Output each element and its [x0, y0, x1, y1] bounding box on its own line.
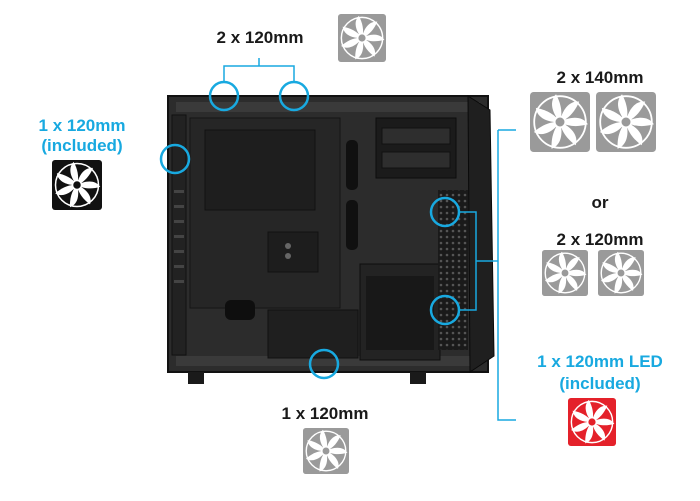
fan-icon: [598, 250, 644, 296]
fan-blade: [362, 37, 376, 57]
fan-hub: [616, 268, 626, 278]
fan-blade: [600, 272, 621, 283]
fan-icon: [52, 160, 102, 210]
label-front-fans-b: 2 x 120mm: [556, 230, 644, 249]
fan-blade: [617, 122, 628, 149]
fan-blade: [565, 273, 578, 291]
fan-blade: [621, 257, 636, 273]
fan-blade: [585, 399, 594, 422]
fan-blade: [626, 117, 654, 127]
fan-hub: [356, 32, 368, 44]
fan-blade: [560, 117, 588, 127]
fan-blade: [305, 450, 326, 461]
fan-blade: [560, 101, 580, 122]
fan-icon: [338, 14, 386, 62]
fan-blade: [565, 257, 580, 273]
mount-marker-bottom: [308, 348, 340, 380]
label-rear-fan-line1: 1 x 120mm: [38, 116, 126, 135]
fan-blade: [585, 422, 594, 444]
fan-blade: [614, 273, 623, 294]
fan-blade: [326, 435, 341, 451]
label-top-fans: 2 x 120mm: [216, 28, 304, 47]
fan-blade: [56, 173, 77, 186]
fan-blade: [70, 161, 79, 185]
fan-blade: [55, 184, 77, 196]
fan-blade: [618, 94, 628, 122]
fan-blade: [599, 121, 626, 135]
fan-blade: [551, 122, 562, 149]
label-front-fans-a: 2 x 140mm: [556, 68, 644, 87]
fan-blade: [621, 269, 643, 277]
fan-blade: [565, 269, 587, 277]
fan-hub: [560, 268, 570, 278]
fan-icon: [530, 92, 590, 152]
label-front-led-line2: (included): [559, 374, 641, 393]
fan-blade: [626, 122, 643, 146]
label-front-or: or: [591, 193, 609, 212]
fan-blade: [614, 251, 623, 273]
fan-blade: [558, 251, 567, 273]
fan-blade: [326, 447, 348, 455]
fan-blade: [592, 405, 608, 422]
fan-blade: [601, 107, 626, 123]
fan-blade: [552, 94, 562, 122]
connector-top: [223, 58, 295, 82]
fan-blade: [533, 121, 560, 135]
fan-blade: [77, 167, 93, 185]
mount-marker-rear: [159, 143, 191, 175]
fan-blade: [626, 101, 646, 122]
fan-blade: [592, 418, 615, 426]
fan-blade: [341, 37, 362, 48]
fan-hub: [619, 115, 633, 129]
fan-blade: [307, 440, 326, 452]
fan-blade: [355, 38, 364, 60]
fan-blade: [535, 107, 560, 123]
label-rear-fan-line2: (included): [41, 136, 123, 155]
fan-blade: [560, 122, 577, 146]
fan-blade: [319, 429, 328, 451]
fan-hub: [586, 416, 598, 428]
fan-hub: [553, 115, 567, 129]
fan-blade: [326, 451, 339, 469]
case-body: [167, 95, 495, 384]
connector-front: [459, 129, 516, 421]
fan-blade: [69, 185, 79, 208]
fan-icon: [596, 92, 656, 152]
fan-blade: [319, 451, 328, 472]
fan-blade: [355, 15, 364, 38]
fan-blade: [362, 34, 385, 42]
fan-icon: [568, 398, 616, 446]
fan-blade: [571, 421, 592, 432]
fan-blade: [362, 21, 378, 38]
fan-blade: [342, 26, 362, 39]
fan-blade: [592, 422, 606, 441]
fan-blade: [546, 262, 565, 274]
fan-blade: [572, 410, 592, 423]
fan-hub: [321, 446, 331, 456]
fan-blade: [77, 185, 91, 205]
fan-icon: [303, 428, 349, 474]
fan-icon: [542, 250, 588, 296]
label-bottom-fan: 1 x 120mm: [281, 404, 369, 423]
fan-blade: [544, 272, 565, 283]
fan-hub: [71, 179, 83, 191]
fan-blade: [77, 181, 101, 189]
label-front-led-line1: 1 x 120mm LED: [537, 352, 663, 371]
fan-blade: [621, 273, 634, 291]
fan-blade: [602, 262, 621, 274]
fan-blade: [558, 273, 567, 294]
